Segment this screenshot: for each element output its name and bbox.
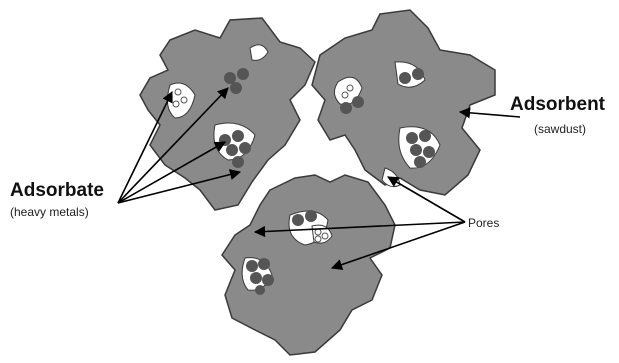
metal-ion (352, 96, 364, 108)
pores-label: Pores (468, 216, 499, 230)
metal-ion (399, 72, 411, 84)
metal-ion (224, 72, 236, 84)
adsorbent-label: Adsorbent (510, 94, 606, 115)
metal-ion (246, 260, 258, 272)
small-ion (342, 92, 348, 98)
adsorbent-sublabel: (sawdust) (534, 122, 586, 136)
metal-ion (258, 258, 270, 270)
small-ion (315, 236, 321, 242)
metal-ion (423, 146, 435, 158)
metal-ion (262, 274, 274, 286)
metal-ion (226, 144, 238, 156)
metal-ion (292, 214, 304, 226)
metal-ion (412, 68, 424, 80)
adsorbate-sublabel: (heavy metals) (10, 205, 89, 219)
metal-ion (239, 142, 251, 154)
metal-ion (237, 68, 249, 80)
sawdust-particle-upper-right (312, 10, 495, 195)
small-ion (173, 101, 179, 107)
metal-ion (250, 272, 262, 284)
metal-ion (232, 130, 244, 142)
metal-ion (406, 132, 418, 144)
metal-ion (410, 144, 422, 156)
metal-ion (340, 102, 352, 114)
small-ion (322, 233, 328, 239)
metal-ion (255, 285, 265, 295)
metal-ion (419, 130, 431, 142)
small-ion (181, 97, 187, 103)
metal-ion (414, 156, 426, 168)
small-ion (347, 85, 353, 91)
metal-ion (232, 156, 244, 168)
adsorbate-label: Adsorbate (10, 180, 104, 201)
metal-ion (305, 210, 317, 222)
small-ion (175, 89, 181, 95)
metal-ion (230, 82, 242, 94)
